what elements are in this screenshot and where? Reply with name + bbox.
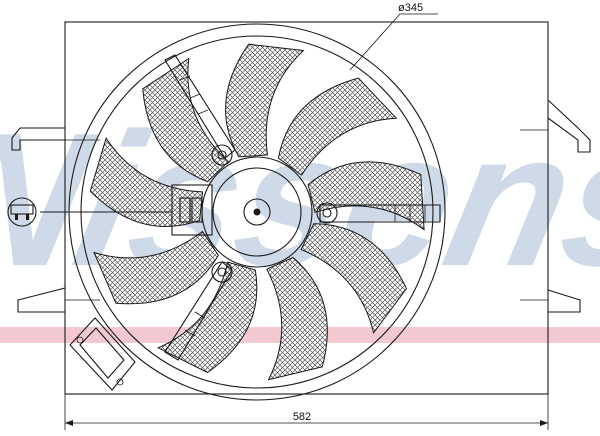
fan-blade [142, 57, 230, 183]
fan-blade [225, 43, 305, 158]
motor-mounting-bosses [211, 144, 338, 283]
fan-blade [300, 223, 408, 335]
width-dimension: 582 [64, 394, 549, 430]
fan-blade [157, 261, 258, 374]
diameter-callout: ø345 [349, 2, 438, 71]
motor-connector [40, 184, 213, 236]
fan-blades [89, 43, 425, 381]
fan-blade [277, 77, 398, 176]
fan-blade [93, 230, 219, 305]
resistor-block [69, 317, 136, 391]
fan-blade [266, 256, 328, 381]
diameter-label: ø345 [398, 2, 423, 14]
width-label: 582 [293, 411, 311, 423]
connector-pinout-icon [7, 197, 37, 227]
shroud-frame [11, 21, 591, 395]
